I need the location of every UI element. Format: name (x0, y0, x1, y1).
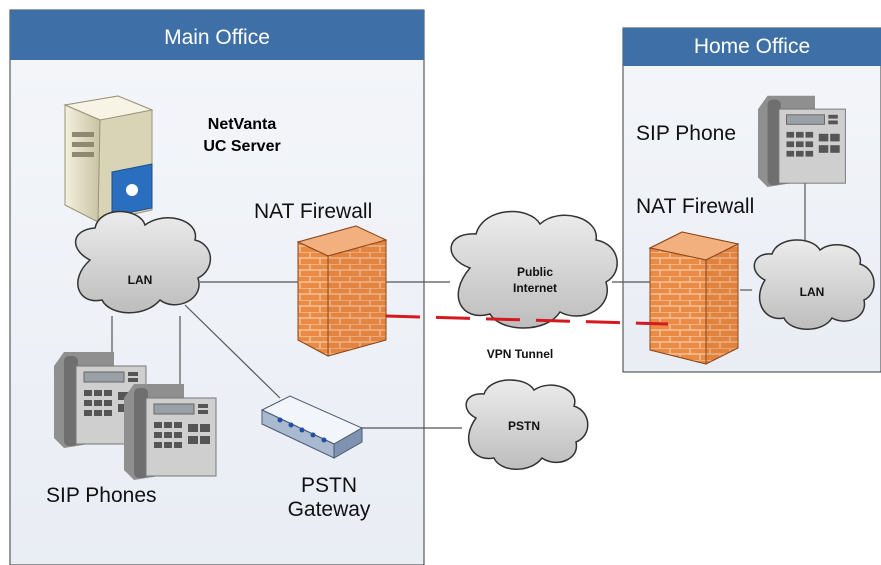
sip-phones-label: SIP Phones (46, 484, 157, 507)
home-office-header (623, 28, 881, 66)
public-internet-label-line2: Internet (512, 281, 557, 295)
home-sip-phone-icon (757, 95, 846, 188)
pstn-cloud-label: PSTN (507, 419, 540, 433)
public-internet-label-line1: Public (516, 265, 553, 279)
home-office-title: Home Office (693, 35, 811, 58)
uc-server-label-line2: UC Server (203, 138, 281, 155)
home-firewall-label: NAT Firewall (636, 195, 755, 218)
uc-server-label: NetVanta UC Server (172, 114, 312, 158)
lan-to-gateway-link (184, 304, 281, 399)
home-sip-phone-label: SIP Phone (636, 122, 737, 145)
vpn-tunnel-label: VPN Tunnel (486, 347, 554, 361)
main-firewall-icon (296, 225, 388, 357)
main-office-header (10, 10, 424, 60)
connection-lines (109, 180, 806, 429)
home-lan-label: LAN (799, 285, 825, 299)
pstn-cloud-icon (465, 379, 589, 470)
public-internet-label: Public Internet (490, 264, 580, 296)
uc-server-icon (63, 95, 154, 223)
sip-phone-2-icon (123, 383, 217, 481)
pstn-gateway-label-line2: Gateway (287, 498, 371, 521)
main-office-title: Main Office (164, 26, 270, 49)
main-lan-label: LAN (127, 273, 153, 287)
home-lan-cloud-icon (753, 239, 875, 330)
pstn-gateway-label-line1: PSTN (300, 474, 357, 497)
main-lan-cloud-icon (74, 210, 212, 314)
home-firewall-icon (648, 231, 740, 365)
uc-server-label-line1: NetVanta (207, 116, 277, 133)
main-firewall-label: NAT Firewall (254, 200, 373, 223)
pstn-gateway-label: PSTN Gateway (274, 474, 384, 522)
pstn-gateway-icon (260, 395, 364, 459)
